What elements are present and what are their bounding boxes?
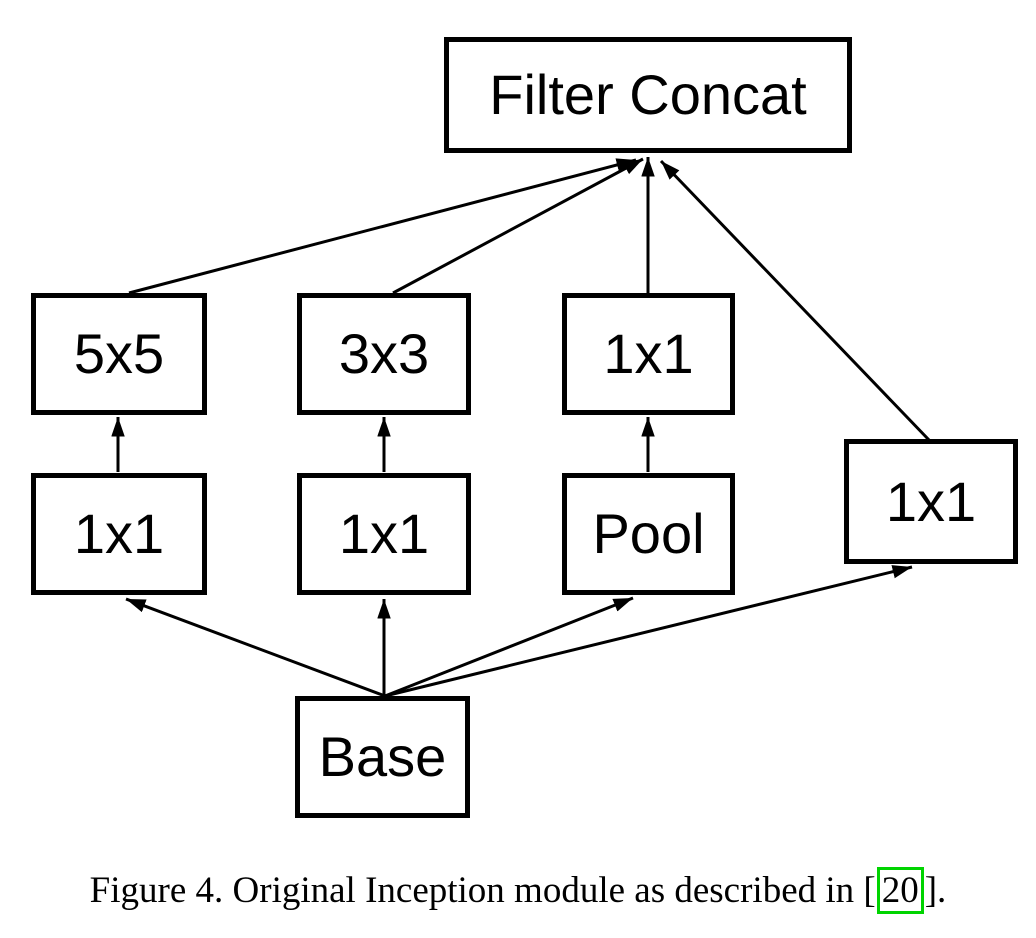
- edge-base-to-pool: [384, 596, 634, 698]
- node-conv-5x5-label: 5x5: [73, 322, 165, 385]
- node-conv-1x1-branch-label: 1x1: [603, 322, 694, 385]
- node-conv-5x5: 5x5: [31, 293, 207, 415]
- node-filter-concat-label: Filter Concat: [489, 63, 807, 126]
- edge-conv5x5-to-concat: [128, 158, 637, 295]
- edge-conv3x3-to-concat: [392, 157, 644, 295]
- caption-text-suffix: ].: [924, 870, 947, 911]
- node-proj-1x1-right-label: 1x1: [885, 469, 977, 533]
- node-base: Base: [295, 696, 470, 818]
- edge-base-to-proj1x1: [384, 565, 913, 698]
- edge-base-to-reduce-left: [125, 597, 386, 698]
- node-pool: Pool: [562, 473, 735, 595]
- citation-link-20[interactable]: 20: [876, 867, 924, 914]
- node-reduce-1x1-mid-label: 1x1: [338, 502, 430, 565]
- node-conv-3x3: 3x3: [297, 293, 471, 415]
- node-proj-1x1-right: 1x1: [844, 439, 1018, 564]
- node-reduce-1x1-left-label: 1x1: [73, 502, 165, 565]
- node-conv-3x3-label: 3x3: [338, 322, 430, 385]
- node-filter-concat: Filter Concat: [444, 37, 852, 153]
- edge-proj1x1-to-concat: [659, 159, 931, 442]
- node-reduce-1x1-left: 1x1: [31, 473, 207, 595]
- caption-text-prefix: Figure 4. Original Inception module as d…: [89, 870, 876, 911]
- node-conv-1x1-branch: 1x1: [562, 293, 735, 415]
- node-pool-label: Pool: [592, 502, 705, 565]
- node-reduce-1x1-mid: 1x1: [297, 473, 471, 595]
- figure-caption: Figure 4. Original Inception module as d…: [0, 867, 1036, 914]
- node-base-label: Base: [318, 725, 447, 788]
